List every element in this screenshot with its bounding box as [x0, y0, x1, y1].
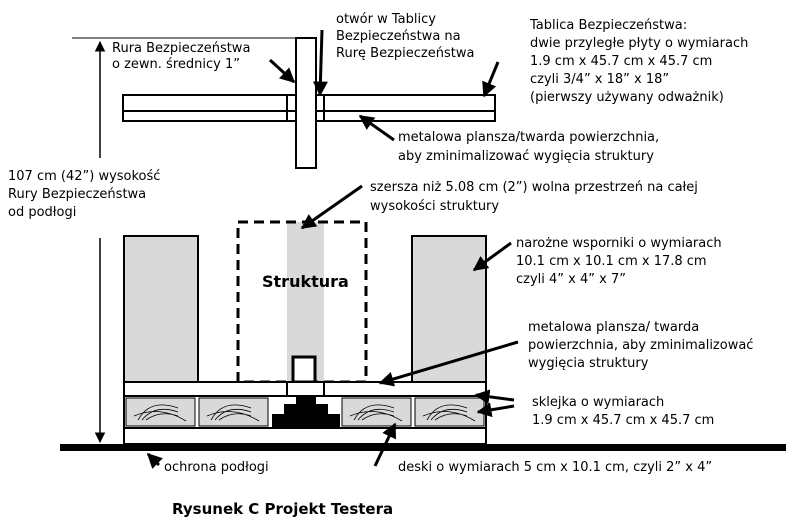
bottom-sheet	[123, 427, 487, 445]
label-clearance-line2: wysokości struktury	[370, 199, 499, 214]
label-hole-line2: Bezpieczeństwa na	[336, 29, 461, 44]
label-safety-pipe-line2: o zewn. średnicy 1”	[112, 57, 240, 72]
leader-arrows	[146, 29, 519, 469]
height-dimension	[72, 37, 296, 444]
label-metal-plate-top: metalowa plansza/twarda powierzchnia, ab…	[398, 130, 659, 164]
corner-support-right	[411, 235, 487, 383]
label-safety-board-line1: Tablica Bezpieczeństwa:	[529, 18, 687, 33]
wood-boards	[125, 397, 485, 428]
label-plywood-line2: 1.9 cm x 45.7 cm x 45.7 cm	[532, 413, 714, 428]
label-metal-plate-top-line1: metalowa plansza/twarda powierzchnia,	[398, 130, 659, 145]
floor-protection	[60, 444, 786, 451]
label-structure: Struktura	[262, 272, 349, 291]
label-safety-pipe-line1: Rura Bezpieczeństwa	[112, 41, 250, 56]
label-safety-board-line5: (pierwszy używany odważnik)	[530, 90, 724, 105]
label-floor-protection: ochrona podłogi	[164, 460, 269, 475]
label-hole-line3: Rurę Bezpieczeństwa	[336, 46, 474, 61]
label-clearance: szersza niż 5.08 cm (2”) wolna przestrze…	[370, 180, 698, 214]
center-board-block	[272, 397, 340, 428]
safety-pipe	[295, 37, 317, 169]
label-metal-plate-bottom: metalowa plansza/ twarda powierzchnia, a…	[528, 320, 753, 371]
label-height: 107 cm (42”) wysokość Rury Bezpieczeństw…	[8, 169, 160, 220]
label-plywood: sklejka o wymiarach 1.9 cm x 45.7 cm x 4…	[532, 395, 714, 428]
label-metal-plate-bottom-line3: wygięcia struktury	[528, 356, 649, 371]
label-safety-board-line2: dwie przyległe płyty o wymiarach	[530, 36, 748, 51]
label-corner-supports-line3: czyli 4” x 4” x 7”	[516, 272, 626, 287]
label-height-line3: od podłogi	[8, 205, 76, 220]
label-boards: deski o wymiarach 5 cm x 10.1 cm, czyli …	[398, 460, 712, 475]
label-corner-supports-line2: 10.1 cm x 10.1 cm x 17.8 cm	[516, 254, 707, 269]
label-height-line1: 107 cm (42”) wysokość	[8, 169, 160, 184]
plate-center-block	[286, 381, 325, 397]
label-hole-line1: otwór w Tablicy	[336, 12, 436, 27]
label-metal-plate-top-line2: aby zminimalizować wygięcia struktury	[398, 149, 654, 164]
label-safety-pipe: Rura Bezpieczeństwa o zewn. średnicy 1”	[112, 41, 250, 72]
label-safety-board-line4: czyli 3/4” x 18” x 18”	[530, 72, 669, 87]
label-safety-board: Tablica Bezpieczeństwa: dwie przyległe p…	[529, 18, 748, 105]
label-corner-supports: narożne wsporniki o wymiarach 10.1 cm x …	[516, 236, 722, 287]
structure-post	[291, 355, 317, 384]
safety-board-assembly	[122, 37, 496, 169]
wood-grain	[133, 404, 476, 422]
label-hole: otwór w Tablicy Bezpieczeństwa na Rurę B…	[336, 12, 474, 61]
label-height-line2: Rury Bezpieczeństwa	[8, 187, 146, 202]
label-safety-board-line3: 1.9 cm x 45.7 cm x 45.7 cm	[530, 54, 712, 69]
clearance-zone	[287, 222, 324, 382]
corner-support-left	[123, 235, 199, 383]
label-metal-plate-bottom-line2: powierzchnia, aby zminimalizować	[528, 338, 753, 353]
label-clearance-line1: szersza niż 5.08 cm (2”) wolna przestrze…	[370, 180, 698, 195]
label-plywood-line1: sklejka o wymiarach	[532, 395, 664, 410]
figure-caption: Rysunek C Projekt Testera	[172, 500, 393, 518]
label-metal-plate-bottom-line1: metalowa plansza/ twarda	[528, 320, 699, 335]
label-corner-supports-line1: narożne wsporniki o wymiarach	[516, 236, 722, 251]
